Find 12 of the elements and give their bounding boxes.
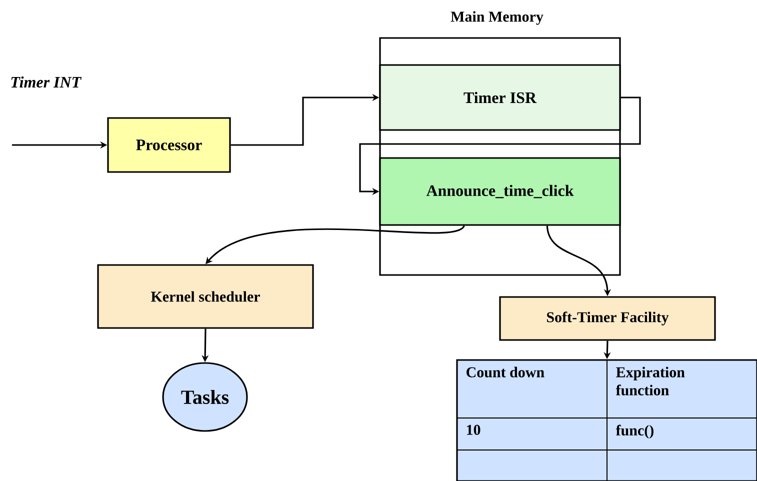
table-value: func() bbox=[616, 424, 654, 439]
process-box: Processor bbox=[107, 117, 231, 173]
table-value: 10 bbox=[467, 424, 480, 435]
process-box: Kernel scheduler bbox=[97, 264, 314, 329]
memory-section: Announce_time_click bbox=[379, 157, 621, 226]
memory-section: Timer ISR bbox=[379, 64, 621, 131]
edge-label: Timer INT bbox=[11, 76, 82, 88]
node-label: Main Memory bbox=[450, 11, 544, 25]
column-header: Count down bbox=[466, 366, 544, 378]
process-box: Soft-Timer Facility bbox=[499, 296, 716, 341]
column-header: Expiration function bbox=[616, 366, 685, 396]
table-grid bbox=[456, 359, 757, 481]
